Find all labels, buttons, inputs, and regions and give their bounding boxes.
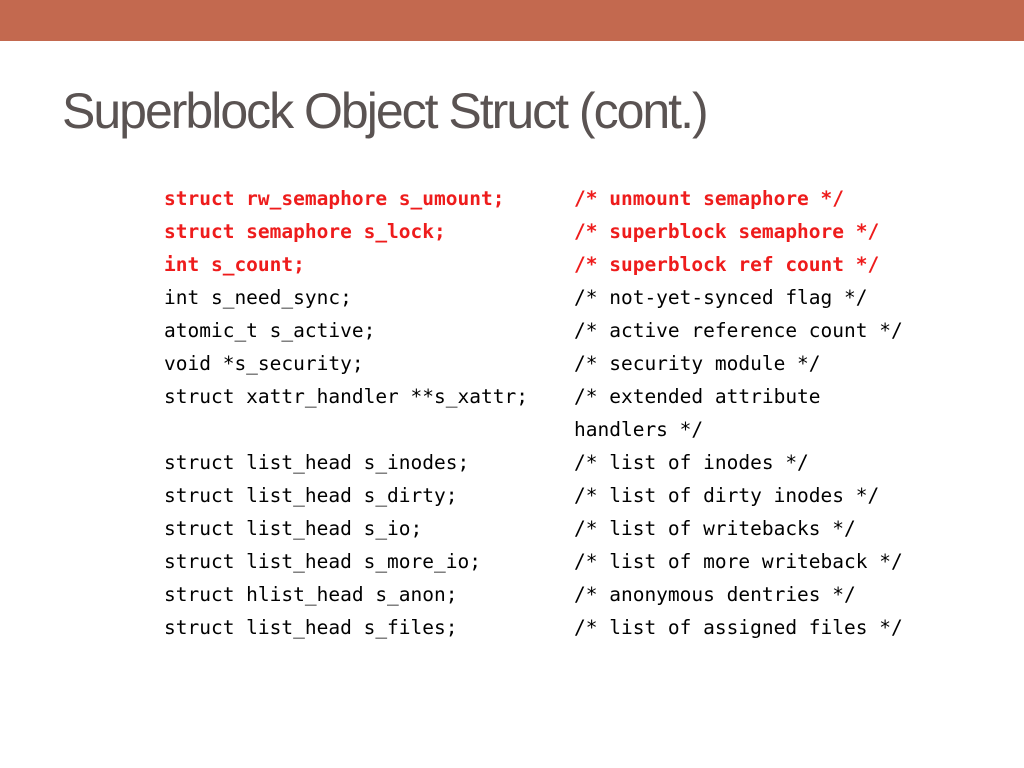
code-line: struct rw_semaphore s_umount; /* unmount… <box>164 182 903 215</box>
code-declaration: struct list_head s_dirty; <box>164 484 458 507</box>
code-line: struct list_head s_files; /* list of ass… <box>164 611 903 644</box>
code-comment: /* list of dirty inodes */ <box>574 484 880 507</box>
code-comment: /* extended attribute <box>574 385 821 408</box>
code-comment: /* security module */ <box>574 352 821 375</box>
code-line: struct hlist_head s_anon; /* anonymous d… <box>164 578 903 611</box>
code-declaration <box>164 413 574 446</box>
code-line: int s_need_sync; /* not-yet-synced flag … <box>164 281 903 314</box>
code-declaration: struct list_head s_io; <box>164 517 423 540</box>
code-declaration: struct hlist_head s_anon; <box>164 583 458 606</box>
code-line: struct list_head s_more_io; /* list of m… <box>164 545 903 578</box>
code-declaration: int s_count; <box>164 253 305 276</box>
code-comment: handlers */ <box>574 418 704 441</box>
code-line: struct list_head s_inodes; /* list of in… <box>164 446 903 479</box>
code-block: struct rw_semaphore s_umount; /* unmount… <box>164 182 903 644</box>
code-declaration: struct semaphore s_lock; <box>164 220 446 243</box>
code-declaration: struct rw_semaphore s_umount; <box>164 187 505 210</box>
code-declaration: void *s_security; <box>164 352 364 375</box>
code-declaration: struct list_head s_more_io; <box>164 550 481 573</box>
top-accent-bar <box>0 0 1024 41</box>
code-comment: /* list of assigned files */ <box>574 616 903 639</box>
code-comment: /* list of more writeback */ <box>574 550 903 573</box>
code-line: int s_count; /* superblock ref count */ <box>164 248 903 281</box>
code-comment: /* not-yet-synced flag */ <box>574 286 868 309</box>
code-declaration: struct list_head s_files; <box>164 616 458 639</box>
code-comment: /* anonymous dentries */ <box>574 583 856 606</box>
code-comment: /* active reference count */ <box>574 319 903 342</box>
code-declaration: struct xattr_handler **s_xattr; <box>164 385 528 408</box>
code-line: void *s_security; /* security module */ <box>164 347 903 380</box>
code-line: struct list_head s_dirty; /* list of dir… <box>164 479 903 512</box>
code-comment: /* list of writebacks */ <box>574 517 856 540</box>
code-comment: /* superblock semaphore */ <box>574 220 880 243</box>
code-line: struct semaphore s_lock; /* superblock s… <box>164 215 903 248</box>
code-declaration: int s_need_sync; <box>164 286 352 309</box>
code-line: struct list_head s_io; /* list of writeb… <box>164 512 903 545</box>
code-line: atomic_t s_active; /* active reference c… <box>164 314 903 347</box>
code-declaration: struct list_head s_inodes; <box>164 451 470 474</box>
code-declaration: atomic_t s_active; <box>164 319 376 342</box>
code-line: struct xattr_handler **s_xattr; /* exten… <box>164 380 903 413</box>
code-comment: /* unmount semaphore */ <box>574 187 845 210</box>
slide-title: Superblock Object Struct (cont.) <box>62 83 709 139</box>
code-comment: /* superblock ref count */ <box>574 253 880 276</box>
code-line: handlers */ <box>164 413 903 446</box>
code-comment: /* list of inodes */ <box>574 451 809 474</box>
